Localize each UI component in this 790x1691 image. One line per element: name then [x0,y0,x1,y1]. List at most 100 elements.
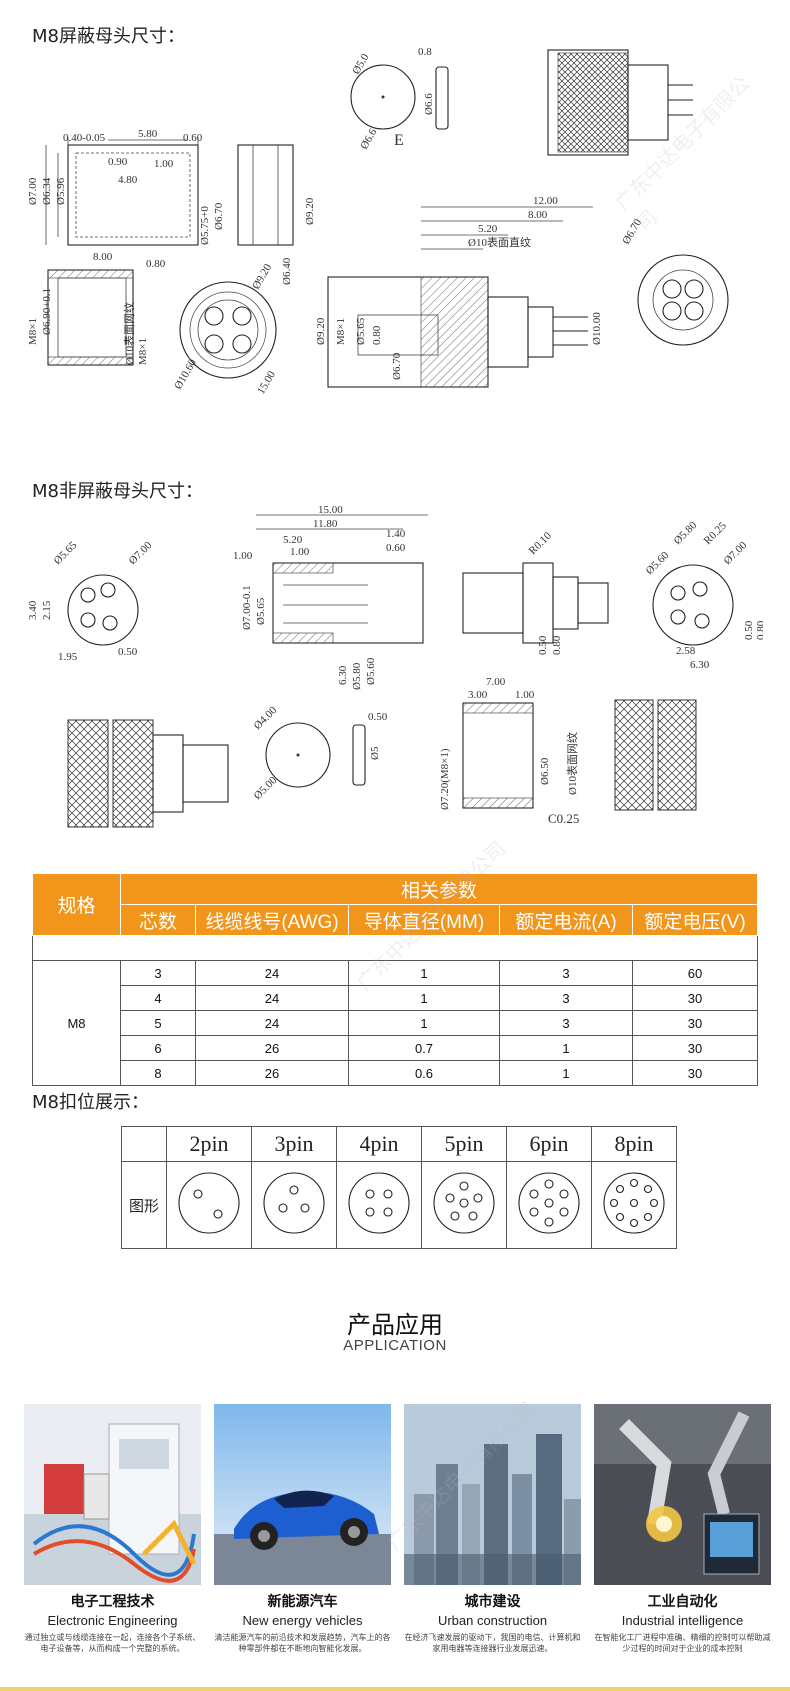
table-cell: 24 [195,960,349,986]
dim-label: Ø7.00 [127,539,155,567]
threaded-section-drawing: 8.00 0.80 M8×1 Ø6.90+0.1 Ø10表面网纹 M8×1 [28,251,166,366]
dim-label: M8×1 [335,318,347,345]
card-description: 在经济飞速发展的驱动下，我国的电信、计算机和家用电器等连接器行业发展迅速。 [404,1633,581,1653]
dim-label: 0.90 [108,156,128,168]
table-row: 6 26 0.7 1 30 [33,1035,758,1061]
dim-label: Ø6.50 [539,757,551,785]
table-cell: 26 [195,1060,349,1086]
dim-label: 3.40 [28,600,39,620]
four-pin-face-drawing: Ø9.20 Ø10.60 15.00 [172,262,278,397]
table-cell: 0.7 [348,1035,500,1061]
table-cell: 8 [120,1060,196,1086]
knurled-ring-drawing [614,699,697,811]
dim-label: 1.00 [290,546,310,558]
unshielded-face-drawing: Ø5.65 Ø7.00 3.40 2.15 1.95 0.50 [28,539,155,663]
dim-label: 5.20 [478,223,498,235]
pin-header: 3pin [251,1126,337,1162]
dim-label: 2.58 [676,645,696,657]
dim-label: 0.50 [368,711,388,723]
dim-label: E [394,132,404,149]
table-row: 4 24 1 3 30 [33,985,758,1011]
card-title-cn: 新能源汽车 [267,1594,338,1610]
dim-label: M8×1 [28,318,39,345]
shell-section-drawing: Ø7.00 Ø6.34 Ø5.96 0.40-0.05 5.80 0.60 0.… [28,128,225,246]
dim-label: Ø7.00 [722,539,750,567]
table-cell: 30 [632,1010,758,1036]
pin-diagram-6 [506,1161,592,1249]
table-cell: 3 [499,985,633,1011]
dim-label: R0.25 [702,519,730,547]
application-card-urban: 城市建设 Urban construction 在经济飞速发展的驱动下，我国的电… [404,1404,581,1654]
dim-label: 3.00 [468,689,488,701]
card-description: 清洁能源汽车的前沿技术和发展趋势，汽车上的各种零部件都在不断地向智能化发展。 [214,1633,391,1653]
dim-label: C0.25 [548,811,579,826]
dim-label: Ø10表面网纹 [565,732,579,795]
dim-label: 6.30 [337,665,349,685]
pin-header: 5pin [421,1126,507,1162]
unshielded-section-title: M8非屏蔽母头尺寸： [32,481,203,502]
pin-diagram-2 [166,1161,252,1249]
pin-layout-table: 2pin 3pin 4pin 5pin 6pin 8pin 图形 [121,1126,677,1249]
table-cell: 3 [499,1010,633,1036]
dim-label: Ø6.34 [41,177,53,205]
table-cell: 24 [195,1010,349,1036]
dim-label: Ø5.80 [351,662,363,690]
column-header: 线缆线号(AWG) [195,904,349,936]
table-cell: 26 [195,1035,349,1061]
table-cell: 1 [499,1060,633,1086]
application-subtitle: APPLICATION [343,1337,447,1354]
footer-line [0,1687,790,1691]
dim-label: Ø10表面网纹 [122,302,136,365]
dim-label: Ø10表面直纹 [468,235,531,249]
dim-label: 8.00 [93,251,113,263]
dim-label: Ø9.20 [250,262,274,292]
dim-label: 2.15 [41,600,53,620]
dim-label: Ø5.80 [672,519,700,547]
dim-label: Ø5.0 [350,51,371,76]
table-cell: 6 [120,1035,196,1061]
group-header: 相关参数 [120,873,758,905]
pin-diagram-8 [591,1161,677,1249]
pin-diagram-4 [336,1161,422,1249]
table-cell: 24 [195,985,349,1011]
table-cell: 60 [632,960,758,986]
table-row: 8 26 0.6 1 30 [33,1060,758,1086]
urban-construction-image [404,1404,581,1585]
dim-label: 0.40-0.05 [63,132,106,144]
dim-label: Ø9.20 [315,317,327,345]
column-header: 芯数 [120,904,196,936]
dim-label: Ø9.20 [304,197,316,225]
industrial-automation-image [594,1404,771,1585]
dim-label: Ø4.00 [252,704,280,732]
dim-label: Ø10.00 [591,312,603,345]
table-row: M8 3 24 1 3 60 [32,960,758,1086]
four-pin-end-drawing: Ø6.70 [620,217,729,346]
washer-drawing: Ø5.0 Ø6.6 E 0.8 Ø6.6 [350,46,449,152]
table-cell: 3 [120,960,196,986]
unshielded-knurled-drawing [67,719,229,828]
dim-label: Ø5 [369,746,381,760]
dim-label: Ø10.60 [172,357,199,392]
table-cell: 3 [499,960,633,986]
unshielded-drawings: Ø5.65 Ø7.00 3.40 2.15 1.95 0.50 15.00 11… [28,505,763,835]
dim-label: Ø5.65 [52,539,80,567]
card-title-en: Electronic Engineering [47,1613,178,1628]
dim-label: Ø5.65 [255,597,267,625]
dim-label: Ø5.60 [644,549,672,577]
model-cell: M8 [32,960,121,1086]
sleeve-drawing: Ø9.20 Ø6.40 [237,144,316,285]
dim-label: Ø5.60 [365,657,377,685]
dim-label: 1.00 [233,550,253,562]
dim-label: 0.60 [386,542,406,554]
pin-header: 4pin [336,1126,422,1162]
dim-label: Ø6.70 [391,352,403,380]
table-cell: 1 [499,1035,633,1061]
insert-face-drawing: Ø5.80 R0.25 Ø5.60 Ø7.00 0.50 0.80 2.58 6… [644,519,763,671]
dim-label: Ø5.96 [55,177,67,205]
dim-label: 0.50 [537,635,549,655]
column-header: 额定电压(V) [632,904,758,936]
table-cell: 1 [348,985,500,1011]
dim-label: 5.80 [138,128,158,140]
card-description: 在智能化工厂进程中准确、精细的控制可以帮助减少过程的时间对于企业的成本控制 [594,1633,771,1653]
pin-header: 8pin [591,1126,677,1162]
